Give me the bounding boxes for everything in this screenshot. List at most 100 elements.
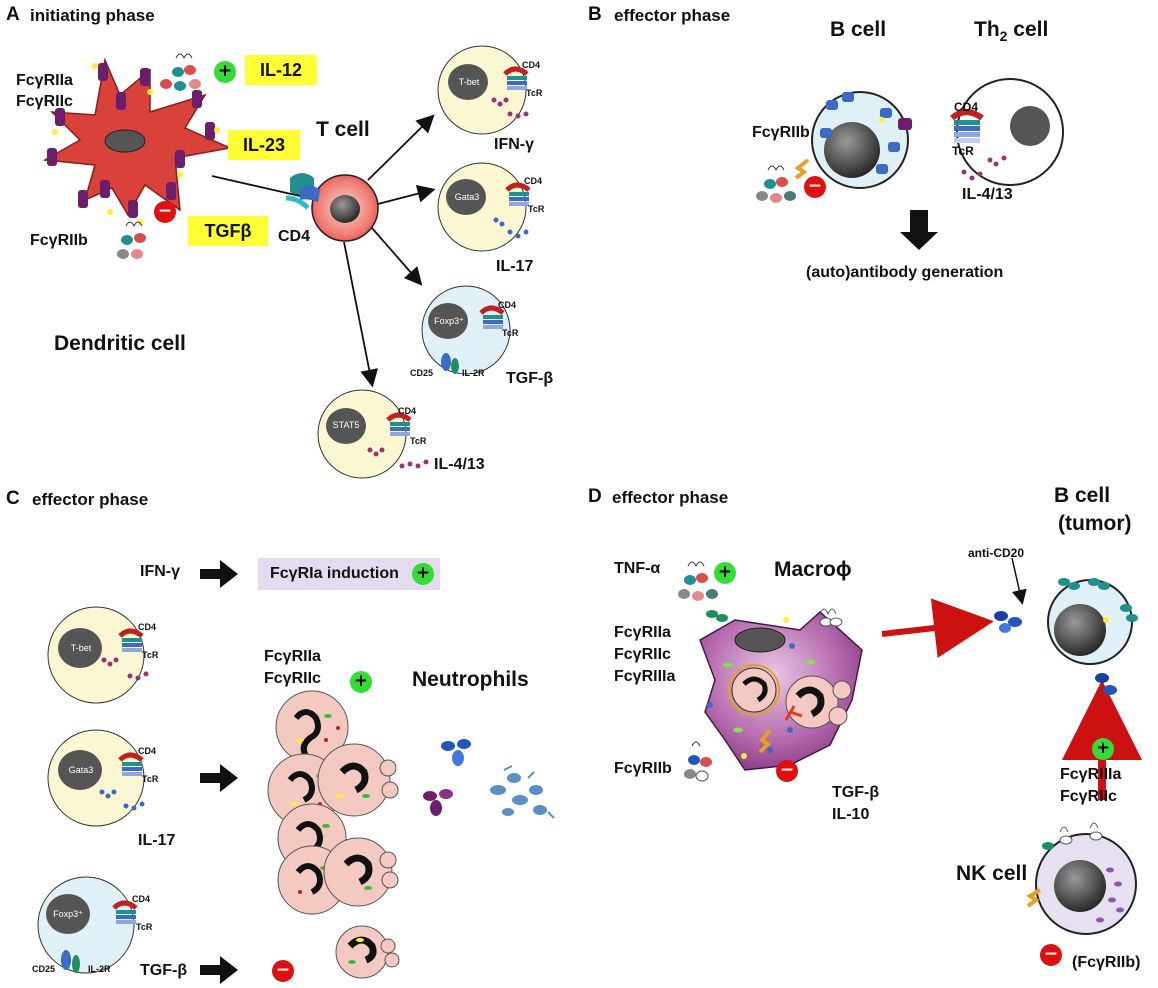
panel-d-letter: D [588, 486, 602, 507]
th2-output-b: IL-4/13 [962, 186, 1013, 203]
anti-cd20-label: anti-CD20 [968, 546, 1025, 560]
minus-icon: − [1040, 944, 1062, 966]
panel-b-letter: B [588, 4, 602, 25]
il10-label: IL-10 [832, 806, 870, 823]
antibody-generation: (auto)antibody generation [806, 264, 1004, 281]
th17-cell-a [437, 162, 531, 252]
nk-fcgr-b-label: (FcγRIIb) [1072, 954, 1141, 971]
treg-cell-c [37, 876, 138, 974]
plus-icon: + [1092, 738, 1114, 760]
th2-cell-shape-b [950, 78, 1064, 186]
th2-cd4-label: CD4 [954, 100, 979, 114]
arrow-il17 [200, 764, 238, 792]
plus-icon: + [412, 563, 434, 585]
fcgria-induction-label: FcγRIa induction [270, 565, 399, 582]
th17-cell-c [47, 729, 145, 827]
fcgr-cluster-b [756, 165, 796, 203]
fcgr-c-label-2: FcγRIIc [264, 670, 321, 687]
minus-icon: − [804, 176, 826, 198]
fcgr-d-label-1: FcγRIIa [614, 624, 671, 641]
arrow-ifn [200, 560, 238, 588]
th2-nucleus-label: STAT5 [332, 420, 360, 430]
nk-fcgr-label-1: FcγRIIIa [1060, 766, 1122, 783]
th17-c-output: IL-17 [138, 832, 176, 849]
fcgr-d-label-b: FcγRIIb [614, 760, 672, 777]
nk-cell-shape [1026, 822, 1137, 935]
th17-c-nucleus-label: Gata3 [68, 765, 94, 775]
treg-cd25: CD25 [410, 368, 434, 378]
cytokine-il23: IL-23 [228, 130, 300, 160]
minus-icon: − [272, 960, 294, 982]
fcgr-b-label: FcγRIIb [752, 124, 810, 141]
neutrophil-cluster [267, 690, 400, 979]
treg-c-tcr: TcR [136, 922, 153, 932]
tgf-c-label: TGF-β [140, 962, 188, 979]
th1-c-tcr: TcR [142, 650, 159, 660]
th17-nucleus-label: Gata3 [454, 192, 480, 202]
fcgr-c-label-1: FcγRIIa [264, 648, 321, 665]
arrow-tgf [200, 956, 238, 984]
neutrophil [275, 690, 349, 764]
th1-c-cd4: CD4 [138, 622, 157, 632]
b-cell-tumor-shape [1047, 578, 1138, 665]
panel-d-phase: effector phase [612, 488, 729, 507]
dendritic-cell-shape [42, 57, 233, 225]
antibodies-c [423, 739, 555, 819]
fcgr-d-label-2: FcγRIIc [614, 646, 671, 663]
th2-output: IL-4/13 [434, 456, 485, 473]
th17-tcr: TcR [528, 204, 545, 214]
panel-b-phase: effector phase [614, 6, 731, 25]
fcgr-label-b: FcγRIIb [30, 232, 88, 249]
plus-icon: + [350, 671, 372, 693]
t-cell-shape [285, 173, 379, 242]
minus-icon: − [776, 760, 798, 782]
tnf-label: TNF-α [614, 560, 661, 577]
fcgr-cluster-bottom [117, 221, 146, 259]
fcgr-cluster-top [160, 53, 201, 91]
red-arrow-right [881, 598, 994, 658]
cytokine-tgfb: TGFβ [188, 216, 268, 246]
th2-tcr: TcR [410, 436, 427, 446]
t-cell-label: T cell [316, 118, 370, 141]
panel-a-phase: initiating phase [30, 6, 155, 25]
plus-icon: + [714, 562, 736, 584]
treg-nucleus-label: Foxp3⁺ [434, 316, 464, 326]
b-cell-tumor-label-1: B cell [1054, 484, 1111, 507]
th1-c-nucleus-label: T-bet [70, 643, 92, 653]
cytokine-il12: IL-12 [245, 55, 317, 85]
fcgria-induction-box: FcγRIa induction [258, 558, 440, 590]
th17-c-cd4: CD4 [138, 746, 157, 756]
dendritic-cell-label: Dendritic cell [54, 332, 186, 355]
anti-cd20-arrow [1011, 557, 1027, 605]
fcgr-d-label-3: FcγRIIIa [614, 668, 676, 685]
th1-cell-c [47, 606, 149, 704]
ifn-label: IFN-γ [140, 563, 180, 580]
th2-tcr-label: TcR [952, 144, 974, 158]
treg-c-il2r: IL-2R [88, 964, 111, 974]
down-arrow-b [900, 210, 938, 250]
th17-output: IL-17 [496, 258, 534, 275]
th1-output: IFN-γ [494, 136, 534, 153]
anti-cd20-antibody [994, 611, 1022, 633]
th1-cell-a [437, 45, 529, 135]
treg-c-cd4: CD4 [132, 894, 151, 904]
neutrophil [317, 743, 399, 817]
th1-cd4: CD4 [522, 60, 541, 70]
b-cell-tumor-label-2: (tumor) [1058, 512, 1132, 535]
tgf-d-label: TGF-β [832, 784, 880, 801]
minus-icon: − [154, 201, 176, 223]
th2-cell-a [317, 389, 429, 479]
cd4-label: CD4 [278, 228, 311, 245]
neutrophil [323, 837, 399, 907]
th2-cd4: CD4 [398, 406, 417, 416]
treg-c-nucleus-label: Foxp3⁺ [53, 909, 83, 919]
nk-cell-label: NK cell [956, 862, 1028, 885]
treg-cd4: CD4 [498, 300, 517, 310]
th1-nucleus-label: T-bet [458, 77, 480, 87]
treg-tcr: TcR [502, 328, 519, 338]
nk-fcgr-label-2: FcγRIIc [1060, 788, 1117, 805]
th17-cd4: CD4 [524, 176, 543, 186]
panel-c-letter: C [6, 488, 20, 509]
